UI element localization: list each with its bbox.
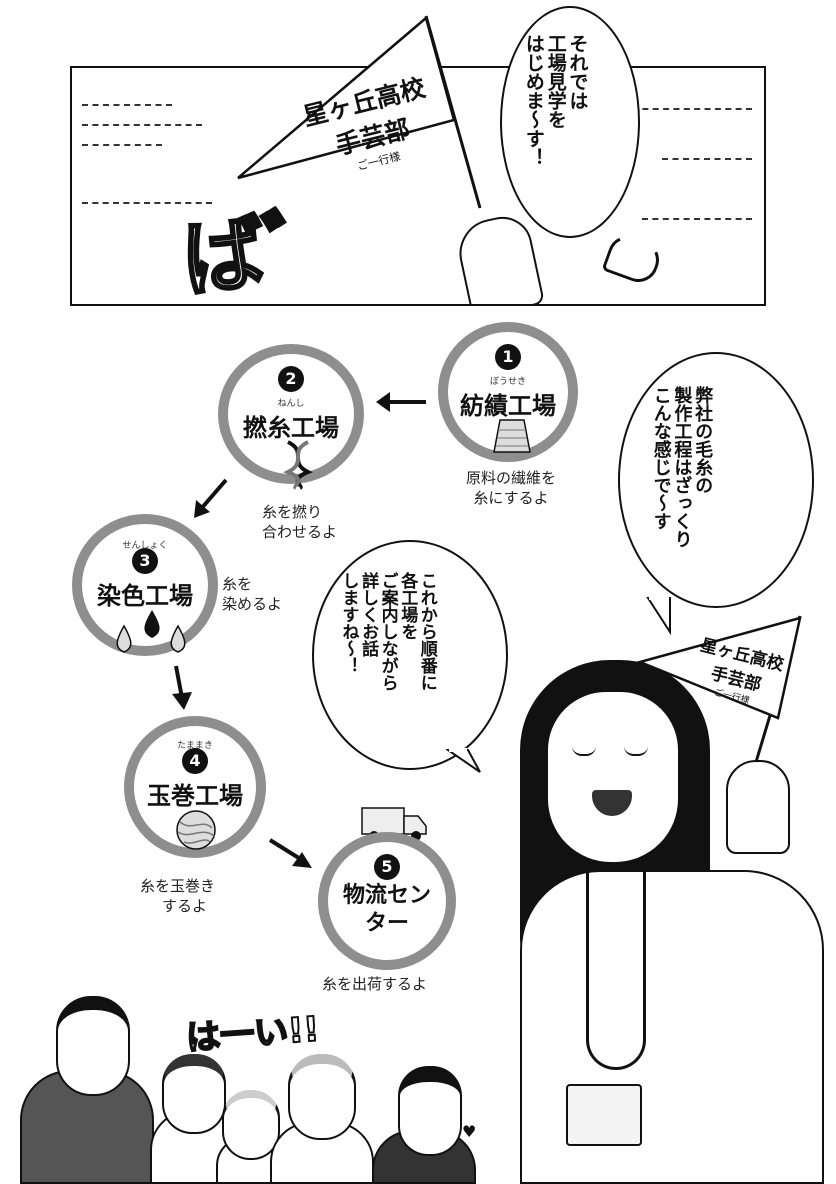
step-number: 4: [182, 748, 208, 774]
yarn-cone-icon: [493, 419, 531, 453]
bubble-tail: [646, 596, 671, 636]
speed-line: [82, 144, 162, 146]
note-line: 糸を玉巻き: [140, 877, 216, 895]
step-name: 染色工場: [97, 582, 193, 610]
bubble-line: ご案内しながら: [377, 572, 398, 691]
arrow-down-left-icon: [194, 478, 228, 518]
student-head: [222, 1090, 280, 1160]
note-line: 合わせるよ: [262, 523, 338, 542]
speech-bubble-top-text: それでは 工場見学を はじめま〜す！: [522, 34, 589, 224]
step-name: 玉巻工場: [147, 782, 243, 810]
step-ruby: ねんし: [277, 399, 305, 409]
step-ruby: ぼうせき: [489, 377, 526, 387]
guide-raised-hand: [726, 760, 790, 854]
step-4-circle: 4 たままき 玉巻工場: [124, 716, 266, 858]
bubble-line: それでは: [566, 34, 589, 110]
id-badge: [566, 1084, 642, 1146]
speech-bubble-middle: [312, 540, 508, 770]
guide-eye: [624, 746, 648, 756]
dye-drops-icon: [116, 610, 186, 653]
step-name: 紡績工場: [460, 392, 556, 420]
speed-line: [662, 158, 752, 160]
step-4-note: 糸を玉巻き するよ: [140, 876, 215, 917]
note-line: 染めるよ: [222, 595, 283, 614]
student-head: [56, 996, 130, 1096]
speech-bubble-right-text: 弊社の毛糸の 製作工程はざっくり こんな感じで〜す: [650, 386, 714, 586]
step-name: 撚糸工場: [243, 414, 339, 442]
step-number: 5: [374, 854, 400, 880]
speech-bubble-top: [500, 6, 640, 238]
arrow-down-icon: [172, 665, 192, 710]
pennant-flag-2: [636, 615, 802, 763]
step-ruby: せんしょく: [122, 541, 168, 551]
speed-line: [632, 108, 752, 110]
step-2-note: 糸を撚り 合わせるよ: [262, 502, 337, 543]
note-line: 原料の繊維を: [465, 469, 556, 487]
step-5-circle: 5 物流センター: [318, 832, 456, 970]
step-3-note: 糸を 染めるよ: [222, 574, 282, 615]
flag-cloth: [237, 15, 456, 180]
note-line: 糸にするよ: [473, 489, 549, 508]
step-number: 2: [278, 366, 304, 392]
student-head: [162, 1054, 226, 1134]
crowd-shout: は一い!!: [184, 1008, 321, 1059]
student-head: [398, 1066, 462, 1156]
step-name: 物流センター: [342, 883, 431, 936]
bubble-line: 各工場を: [397, 572, 418, 640]
bubble-line: これから順番に: [416, 572, 437, 691]
speech-bubble-right: [618, 352, 814, 608]
heart-icon: ♥: [462, 1122, 477, 1141]
bubble-line: 製作工程はざっくり: [671, 386, 693, 548]
guide-face: [546, 690, 680, 864]
step-number: 3: [132, 548, 158, 574]
arrow-down-right-icon: [268, 838, 312, 868]
wiggle-mark: [601, 230, 665, 288]
step-ruby: たままき: [177, 741, 213, 751]
note-line: するよ: [162, 897, 208, 916]
lanyard: [586, 860, 646, 1070]
note-line: 糸を撚り: [262, 503, 323, 521]
step-number: 1: [495, 344, 521, 370]
step-5-note: 糸を出荷するよ: [322, 974, 427, 994]
bubble-line: はじめま〜す！: [522, 34, 545, 167]
speed-line: [82, 104, 172, 106]
step-3-circle: 3 せんしょく 染色工場: [72, 514, 218, 656]
twisted-yarn-icon: [283, 440, 313, 490]
bubble-line: 工場見学を: [544, 34, 567, 129]
bubble-line: こんな感じで〜す: [650, 386, 672, 530]
arrow-left-icon: [376, 392, 426, 412]
note-line: 糸を出荷するよ: [322, 975, 428, 993]
speech-bubble-middle-text: これから順番に 各工場を ご案内しながら 詳しくお話 しますね〜！: [338, 572, 437, 752]
step-1-note: 原料の繊維を 糸にするよ: [446, 468, 576, 509]
bubble-line: 弊社の毛糸の: [692, 386, 714, 494]
yarn-ball-icon: [176, 810, 216, 850]
speed-line: [642, 218, 752, 220]
speed-line: [82, 202, 212, 204]
student-head: [288, 1054, 356, 1140]
step-1-circle: 1 ぼうせき 紡績工場: [438, 322, 578, 462]
bubble-tail: [446, 748, 481, 773]
note-line: 糸を: [222, 575, 253, 593]
step-2-circle: 2 ねんし 撚糸工場: [218, 344, 364, 490]
speed-line: [82, 124, 202, 126]
guide-eye: [572, 746, 596, 756]
bubble-line: しますね〜！: [338, 572, 359, 674]
bubble-line: 詳しくお話: [358, 572, 379, 657]
pennant-flag: [237, 15, 482, 209]
